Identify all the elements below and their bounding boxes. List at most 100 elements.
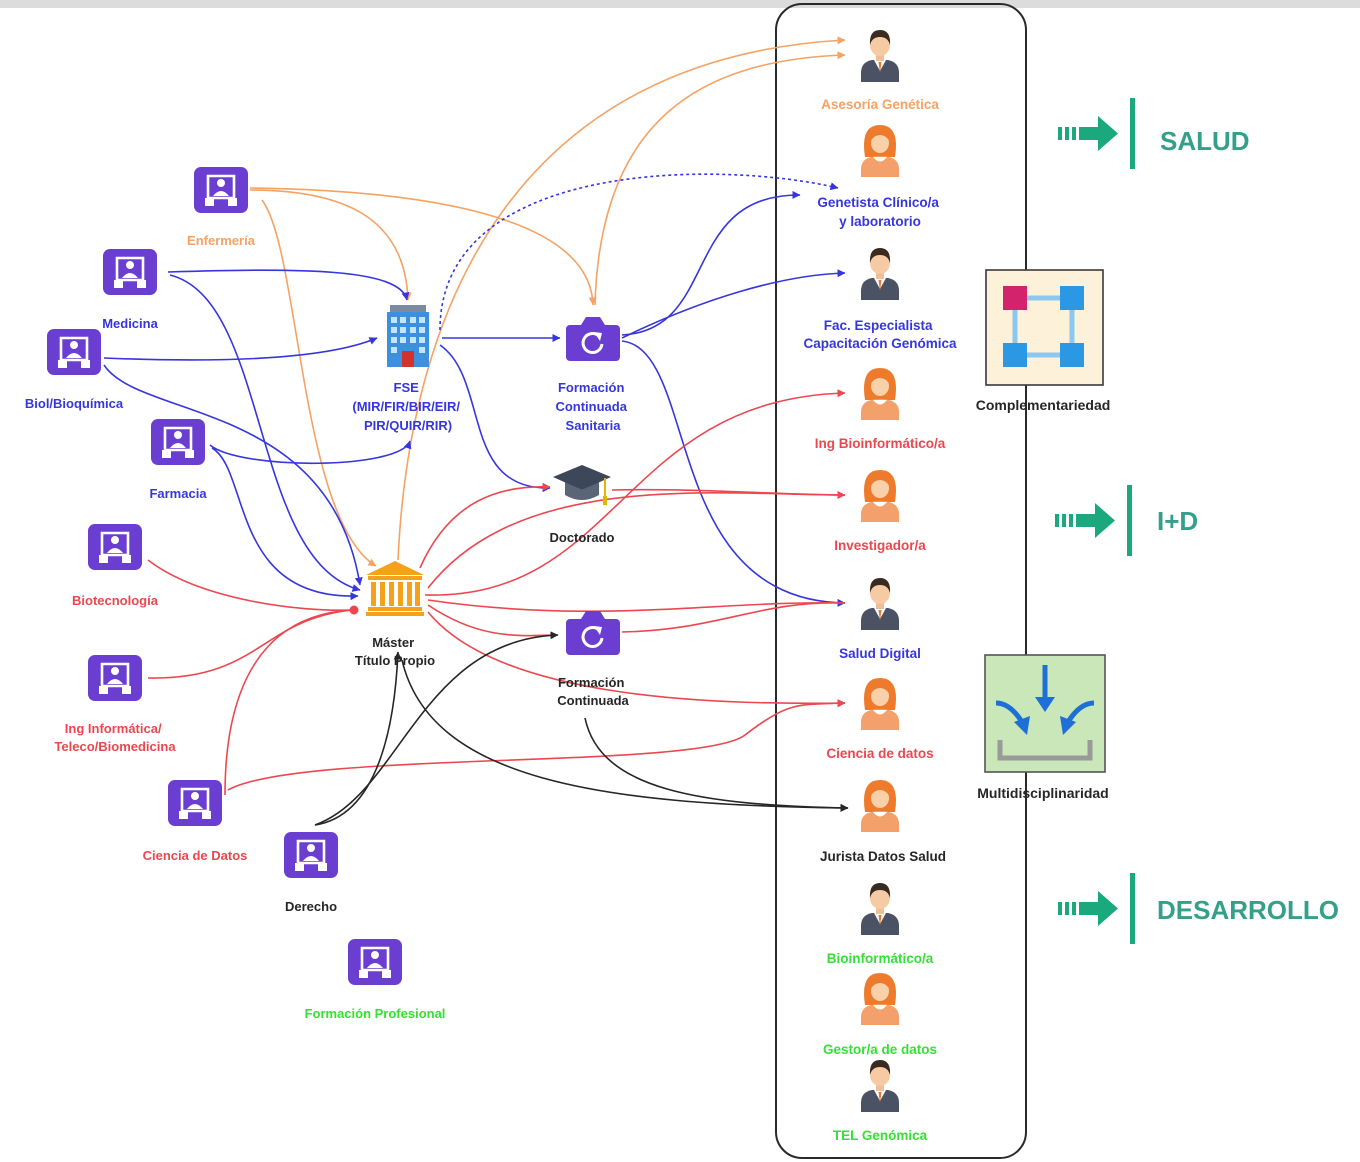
study-label-derecho: Derecho [285, 899, 337, 914]
training-label-formacion-continuada: Formación Continuada [557, 675, 629, 708]
man-avatar-icon [861, 883, 899, 935]
training-label-line: Continuada [557, 693, 629, 708]
profession-label-line: Capacitación Genómica [803, 336, 957, 351]
study-label-biotecnologia: Biotecnología [72, 593, 159, 608]
training-label-line: Sanitaria [566, 418, 622, 433]
profession-label: TEL Genómica [833, 1128, 928, 1143]
edge-farmacia-master [211, 447, 359, 601]
woman-avatar-icon [861, 125, 899, 177]
training: FSE (MIR/FIR/BIR/EIR/ PIR/QUIR/RIR) Form… [352, 305, 630, 708]
study-label-ing-informatica: Ing Informática/ Teleco/Biomedicina [54, 721, 176, 754]
profession-label: Jurista Datos Salud [820, 849, 946, 864]
study-label-biol-bioquimica: Biol/Bioquímica [25, 396, 124, 411]
study-label-line: Teleco/Biomedicina [54, 739, 176, 754]
profession-label: Ing Bioinformático/a [815, 436, 946, 451]
training-label-fse: FSE (MIR/FIR/BIR/EIR/ PIR/QUIR/RIR) [352, 380, 463, 433]
user-card-icon [88, 524, 142, 570]
edges [103, 36, 849, 826]
edge-ciencia-de-datos-master [224, 609, 353, 796]
user-card-icon [103, 249, 157, 295]
user-card-icon [348, 939, 402, 985]
professions: Asesoría Genética Genetista Clínico/a y … [803, 30, 957, 1143]
study-label-ciencia-de-datos: Ciencia de Datos [143, 848, 248, 863]
study-label-formacion-profesional: Formación Profesional [305, 1006, 446, 1021]
edge-enfermeria-formacion-continuada-sanitaria [249, 187, 597, 306]
user-card-icon [284, 832, 338, 878]
edge-biotecnologia-master [147, 559, 353, 612]
user-card-icon [168, 780, 222, 826]
study-label-line: Ing Informática/ [65, 721, 162, 736]
man-avatar-icon [861, 30, 899, 82]
concept-label-multidisciplinaridad: Multidisciplinaridad [977, 785, 1108, 801]
training-label-line: (MIR/FIR/BIR/EIR/ [352, 399, 460, 414]
man-avatar-icon [861, 578, 899, 630]
studies: Enfermería Medicina Biol/Bioquímica Farm… [25, 167, 446, 1021]
go-arrow-icon [1058, 98, 1135, 169]
camera-refresh-icon [565, 315, 621, 363]
edge-ing-informatica-master [147, 609, 353, 679]
user-card-icon [47, 329, 101, 375]
training-label-formacion-continuada-sanitaria: Formación Continuada Sanitaria [555, 380, 630, 433]
man-avatar-icon [861, 248, 899, 300]
sector-label-desarrollo: DESARROLLO [1157, 895, 1339, 925]
edge-master-ing-bioinformatico [424, 389, 846, 596]
edge-derecho-master [314, 651, 402, 826]
edge-formacion-continuada-sanitaria-asesoria-genetica [594, 51, 846, 306]
profession-label-line: Fac. Especialista [824, 318, 933, 333]
profession-label: Bioinformático/a [827, 951, 934, 966]
edge-master-doctorado [419, 482, 551, 569]
edge-formacion-continuada-sanitaria-salud-digital [621, 340, 846, 607]
edge-master-ciencia-datos [427, 611, 846, 708]
profession-label: Ciencia de datos [826, 746, 933, 761]
multidisciplinaridad-figure: Multidisciplinaridad [977, 654, 1109, 801]
profession-label: Fac. Especialista Capacitación Genómica [803, 318, 957, 351]
edge-master-asesoria-genetica-1 [397, 36, 846, 561]
university-bank-icon [366, 561, 424, 616]
woman-avatar-icon [861, 678, 899, 730]
edge-formacion-continuada-sanitaria-genetista [621, 190, 801, 336]
profession-label-line: Genetista Clínico/a [817, 195, 939, 210]
training-label-master: Máster Título Propio [355, 635, 435, 668]
concept-label-complementariedad: Complementariedad [976, 397, 1111, 413]
study-label-enfermeria: Enfermería [187, 233, 256, 248]
edge-biol-fse [103, 337, 378, 361]
woman-avatar-icon [861, 973, 899, 1025]
edge-ciencia-de-datos-ciencia-datos [227, 699, 846, 791]
edge-derecho-formacion-continuada [314, 631, 559, 826]
edge-master-investigador [427, 490, 846, 589]
sector-label-i-d: I+D [1157, 506, 1198, 536]
edge-medicina-fse [167, 269, 410, 301]
go-arrow-icon [1055, 485, 1132, 556]
training-label-doctorado: Doctorado [550, 530, 615, 545]
edge-master-jurista [401, 659, 849, 812]
edge-medicina-master [169, 274, 361, 592]
profession-label: Asesoría Genética [821, 97, 939, 112]
profession-label: Genetista Clínico/a y laboratorio [817, 195, 942, 229]
graduation-cap-icon [553, 465, 611, 505]
user-card-icon [88, 655, 142, 701]
edge-enfermeria-fse [249, 189, 412, 301]
edge-fse-doctorado [439, 344, 551, 493]
complementariedad-figure: Complementariedad [976, 269, 1111, 413]
training-label-line: Título Propio [355, 653, 435, 668]
man-avatar-icon [861, 1060, 899, 1112]
user-card-icon [151, 419, 205, 465]
sectors: SALUD I+D DESARROLLO [1055, 98, 1339, 944]
edge-biol-master [103, 364, 363, 586]
profession-label: Gestor/a de datos [823, 1042, 937, 1057]
training-label-line: Formación [558, 675, 625, 690]
connected-squares-icon [1003, 286, 1084, 367]
camera-refresh-icon [565, 609, 621, 657]
professions-container [775, 3, 1027, 1159]
edge-farmacia-fse [209, 440, 412, 465]
study-label-farmacia: Farmacia [149, 486, 207, 501]
edge-formacion-continuada-sanitaria-fac-especialista [621, 269, 846, 339]
training-label-line: Continuada [555, 399, 627, 414]
edge-fse-genetista-dashed [439, 173, 839, 331]
top-edge-bar [0, 0, 1360, 8]
master-red-junction-dot [349, 605, 359, 615]
profession-label: Investigador/a [834, 538, 926, 553]
training-label-line: Máster [372, 635, 414, 650]
woman-avatar-icon [861, 470, 899, 522]
edge-enfermeria-master [261, 199, 377, 567]
